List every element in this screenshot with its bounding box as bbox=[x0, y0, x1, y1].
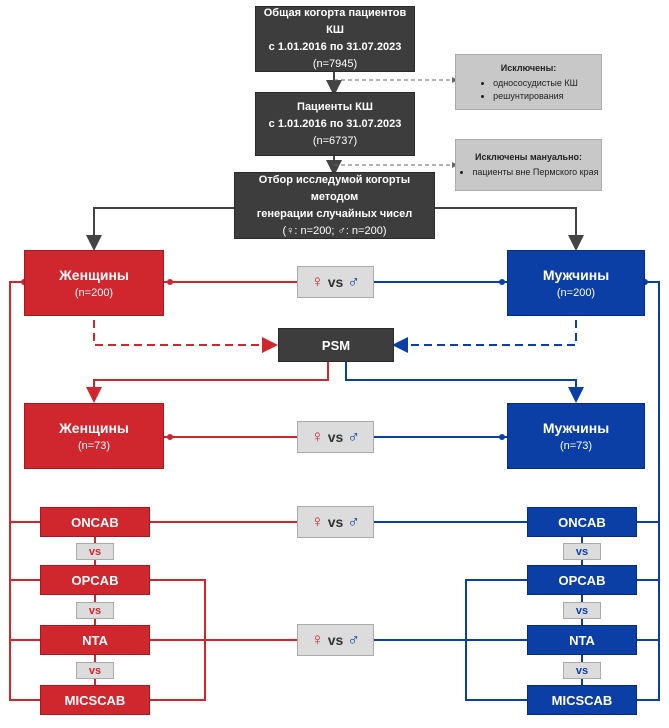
men-n: (n=200) bbox=[556, 287, 596, 299]
total-cohort-box: Общая когорта пациентов КШ с 1.01.2016 п… bbox=[255, 6, 415, 72]
matched-men-label: Мужчины bbox=[542, 420, 610, 436]
selection-paren: ( bbox=[282, 224, 287, 237]
vs-label: vs bbox=[327, 274, 344, 290]
cabg-n: (n=6737) bbox=[312, 134, 358, 147]
vs-label: vs bbox=[575, 604, 589, 617]
exclusion-box-1: Исключены: однососудистые КШ решунтирова… bbox=[455, 54, 602, 110]
female-opcab-box: OPCAB bbox=[40, 565, 150, 595]
vs-label: vs bbox=[327, 429, 344, 445]
total-title: Общая когорта пациентов КШ bbox=[263, 7, 407, 36]
women-label: Женщины bbox=[59, 267, 129, 283]
female-symbol: ♀ bbox=[310, 427, 324, 446]
male-micscab-box: MICSCAB bbox=[527, 685, 637, 715]
female-vs-badge: vs bbox=[76, 662, 114, 679]
male-micscab-label: MICSCAB bbox=[551, 692, 613, 708]
vs-label: vs bbox=[327, 514, 344, 530]
exclusion-1-list: однососудистые КШ решунтирования bbox=[479, 77, 578, 103]
total-period: с 1.01.2016 по 31.07.2023 bbox=[268, 41, 402, 53]
sex-comparison-badge: ♀ vs ♂ bbox=[297, 266, 374, 298]
male-symbol: ♂ bbox=[347, 630, 361, 649]
female-nta-box: NTA bbox=[40, 625, 150, 655]
female-opcab-label: OPCAB bbox=[71, 572, 119, 588]
male-opcab-label: OPCAB bbox=[558, 572, 606, 588]
female-symbol: ♀ bbox=[310, 512, 324, 531]
male-symbol: ♂ bbox=[347, 272, 361, 291]
selection-box: Отбор исследумой когорты методом генерац… bbox=[234, 172, 435, 239]
female-symbol: ♀ bbox=[310, 630, 324, 649]
female-micscab-label: MICSCAB bbox=[64, 692, 126, 708]
matched-men-box: Мужчины (n=73) bbox=[507, 403, 645, 469]
female-symbol: ♀ bbox=[310, 272, 324, 291]
women-n: (n=200) bbox=[74, 287, 114, 299]
sex-comparison-badge: ♀ vs ♂ bbox=[297, 624, 374, 656]
male-oncab-label: ONCAB bbox=[558, 514, 606, 530]
exclusion-1-item: решунтирования bbox=[493, 90, 578, 103]
female-oncab-box: ONCAB bbox=[40, 507, 150, 537]
sex-comparison-badge: ♀ vs ♂ bbox=[297, 421, 374, 453]
men-label: Мужчины bbox=[542, 267, 610, 283]
exclusion-box-2: Исключены мануально: пациенты вне Пермск… bbox=[455, 139, 602, 191]
matched-men-n: (n=73) bbox=[559, 440, 593, 452]
female-oncab-label: ONCAB bbox=[71, 514, 119, 530]
selection-line-1: Отбор исследумой когорты методом bbox=[258, 173, 411, 203]
male-symbol: ♂ bbox=[347, 512, 361, 531]
cabg-patients-box: Пациенты КШ с 1.01.2016 по 31.07.2023 (n… bbox=[255, 92, 415, 156]
matched-women-box: Женщины (n=73) bbox=[24, 403, 164, 469]
vs-label: vs bbox=[575, 664, 589, 677]
selection-counts: (♀: n=200; ♂: n=200) bbox=[283, 223, 387, 240]
cabg-title: Пациенты КШ bbox=[297, 100, 373, 113]
female-symbol: ♀ bbox=[286, 224, 295, 237]
male-nta-label: NTA bbox=[569, 632, 595, 648]
men-group-box: Мужчины (n=200) bbox=[507, 250, 645, 316]
exclusion-2-list: пациенты вне Пермского края bbox=[458, 166, 598, 179]
exclusion-1-item: однососудистые КШ bbox=[493, 77, 578, 90]
exclusion-2-item: пациенты вне Пермского края bbox=[472, 166, 598, 179]
selection-female-count: : n=200; bbox=[294, 224, 335, 237]
female-micscab-box: MICSCAB bbox=[40, 685, 150, 715]
female-vs-badge: vs bbox=[76, 543, 114, 560]
vs-label: vs bbox=[327, 632, 344, 648]
male-vs-badge: vs bbox=[563, 662, 601, 679]
selection-line-2: генерации случайных чисел bbox=[256, 207, 413, 220]
male-oncab-box: ONCAB bbox=[527, 507, 637, 537]
male-vs-badge: vs bbox=[563, 602, 601, 619]
exclusion-2-title: Исключены мануально: bbox=[474, 152, 583, 162]
matched-women-label: Женщины bbox=[59, 420, 129, 436]
vs-label: vs bbox=[88, 664, 102, 677]
psm-label: PSM bbox=[321, 337, 351, 353]
male-opcab-box: OPCAB bbox=[527, 565, 637, 595]
male-nta-box: NTA bbox=[527, 625, 637, 655]
total-n: (n=7945) bbox=[312, 58, 358, 70]
male-symbol: ♂ bbox=[347, 427, 361, 446]
vs-label: vs bbox=[88, 545, 102, 558]
male-vs-badge: vs bbox=[563, 543, 601, 560]
male-symbol: ♂ bbox=[337, 224, 346, 237]
sex-comparison-badge: ♀ vs ♂ bbox=[297, 506, 374, 538]
cabg-period: с 1.01.2016 по 31.07.2023 bbox=[268, 117, 402, 130]
matched-women-n: (n=73) bbox=[77, 440, 111, 452]
female-nta-label: NTA bbox=[82, 632, 108, 648]
vs-label: vs bbox=[88, 604, 102, 617]
female-vs-badge: vs bbox=[76, 602, 114, 619]
vs-label: vs bbox=[575, 545, 589, 558]
women-group-box: Женщины (n=200) bbox=[24, 250, 164, 316]
psm-box: PSM bbox=[278, 328, 394, 362]
exclusion-1-title: Исключены: bbox=[500, 62, 557, 73]
selection-male-count: : n=200) bbox=[345, 224, 387, 237]
